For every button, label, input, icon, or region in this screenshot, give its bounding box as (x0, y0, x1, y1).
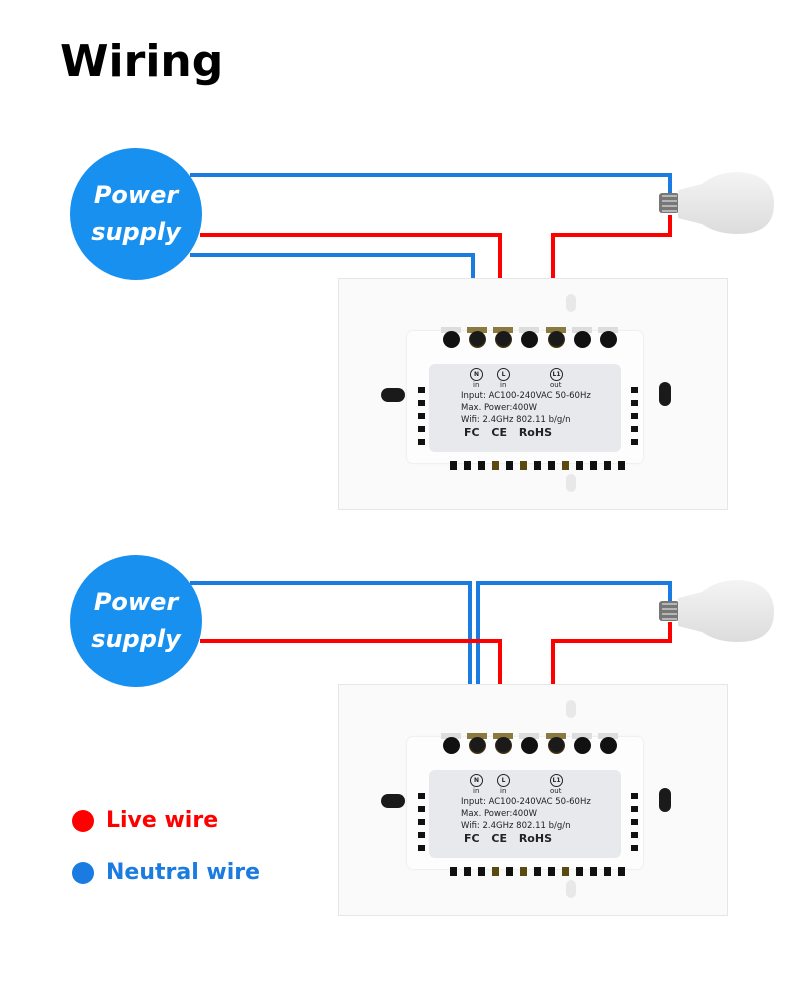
terminal-tab (441, 327, 461, 333)
terminal-tab (572, 327, 592, 333)
terminal-tab (467, 733, 487, 739)
side-vent (631, 426, 638, 432)
neutral-wire-bulb-2 (476, 581, 672, 745)
panel-notch (566, 294, 576, 312)
terminal-role: in (473, 381, 480, 389)
legend-label: Live wire (106, 808, 219, 833)
neutral-wire-dot-icon (72, 861, 94, 884)
power-supply-1: Power supply (70, 148, 202, 280)
spec-input: Input: AC100-240VAC 50-60Hz (461, 391, 591, 401)
terminal-tab (598, 733, 618, 739)
side-vent (631, 400, 638, 406)
spec-wifi: Wifi: 2.4GHz 802.11 b/g/n (461, 821, 571, 831)
terminal-tab (519, 733, 539, 739)
terminal-tab (546, 327, 566, 333)
terminal (574, 331, 591, 348)
power-supply-line2: supply (91, 218, 181, 246)
power-supply-line1: Power (93, 180, 179, 209)
mount-hole (381, 794, 405, 808)
legend-live-wire: Live wire (72, 808, 218, 833)
terminal (521, 737, 538, 754)
side-vent (631, 806, 638, 812)
side-vent (418, 819, 425, 825)
terminal (443, 737, 460, 754)
terminal-l1 (548, 331, 565, 348)
panel-notch (566, 880, 576, 898)
page-title: Wiring (60, 36, 224, 87)
side-vent (418, 413, 425, 419)
side-vent (631, 413, 638, 419)
terminal-l (495, 737, 512, 754)
side-vent (631, 819, 638, 825)
live-wire-dot-icon (72, 809, 94, 832)
side-vent (418, 806, 425, 812)
terminal-symbol-n: N (470, 368, 483, 381)
spec-power: Max. Power:400W (461, 403, 538, 413)
terminal (443, 331, 460, 348)
terminal (600, 331, 617, 348)
side-vent (631, 439, 638, 445)
switch-panel-1: N in L in L1 out Input: AC100-240VAC 50-… (338, 278, 728, 510)
terminal-role: in (473, 787, 480, 795)
terminal-tab (572, 733, 592, 739)
certification-marks: FC CE RoHS (464, 426, 552, 439)
mount-hole (659, 788, 671, 812)
side-vent (418, 832, 425, 838)
terminal-tab (546, 733, 566, 739)
neutral-wire-to-bulb-1 (190, 173, 672, 196)
legend-label: Neutral wire (106, 860, 261, 885)
mount-hole (659, 382, 671, 406)
terminal-symbol-l1: L1 (550, 368, 563, 381)
light-bulb-icon (656, 172, 776, 236)
terminal-role: out (550, 381, 562, 389)
mount-hole (381, 388, 405, 402)
side-vent (631, 832, 638, 838)
terminal-tab (467, 327, 487, 333)
terminal-tab (493, 327, 513, 333)
terminal-l (495, 331, 512, 348)
terminal-tab (493, 733, 513, 739)
terminal (600, 737, 617, 754)
spec-input: Input: AC100-240VAC 50-60Hz (461, 797, 591, 807)
side-vent (418, 426, 425, 432)
terminal-symbol-n: N (470, 774, 483, 787)
terminal-tab (441, 733, 461, 739)
power-supply-line1: Power (93, 587, 179, 616)
terminal-role: out (550, 787, 562, 795)
panel-notch (566, 474, 576, 492)
terminal (574, 737, 591, 754)
terminal-symbol-l: L (497, 368, 510, 381)
terminal-role: in (500, 787, 507, 795)
power-supply-2: Power supply (70, 555, 202, 687)
terminal-n (469, 737, 486, 754)
terminal (521, 331, 538, 348)
legend-neutral-wire: Neutral wire (72, 860, 260, 885)
side-vent (631, 793, 638, 799)
certification-marks: FC CE RoHS (464, 832, 552, 845)
spec-label: N in L in L1 out Input: AC100-240VAC 50-… (429, 364, 621, 452)
light-bulb-icon (656, 580, 776, 644)
power-supply-line2: supply (91, 625, 181, 653)
panel-notch (566, 700, 576, 718)
side-vent (418, 387, 425, 393)
terminal-symbol-l1: L1 (550, 774, 563, 787)
side-vent (418, 845, 425, 851)
side-vent (631, 387, 638, 393)
switch-panel-2: N in L in L1 out Input: AC100-240VAC 50-… (338, 684, 728, 916)
spec-label: N in L in L1 out Input: AC100-240VAC 50-… (429, 770, 621, 858)
terminal-symbol-l: L (497, 774, 510, 787)
terminal-n (469, 331, 486, 348)
terminal-tab (598, 327, 618, 333)
side-vent (418, 400, 425, 406)
side-vent (631, 845, 638, 851)
terminal-role: in (500, 381, 507, 389)
terminal-tab (519, 327, 539, 333)
terminal-l1 (548, 737, 565, 754)
spec-wifi: Wifi: 2.4GHz 802.11 b/g/n (461, 415, 571, 425)
side-vent (418, 793, 425, 799)
side-vent (418, 439, 425, 445)
spec-power: Max. Power:400W (461, 809, 538, 819)
